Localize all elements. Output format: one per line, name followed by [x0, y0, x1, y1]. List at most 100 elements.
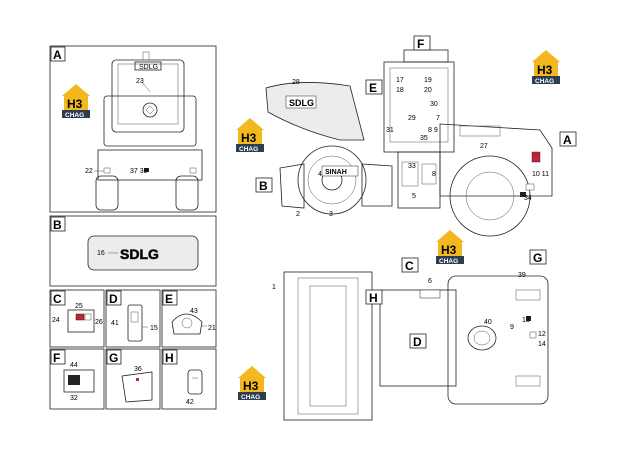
panel-h-tag: H: [165, 351, 174, 365]
callout-t-39: 39: [518, 272, 526, 279]
panel-f-tag: F: [53, 351, 60, 365]
callout-t-14: 14: [538, 341, 546, 348]
side-tag-b: B: [259, 179, 268, 193]
callout-s-18: 18: [396, 87, 404, 94]
callout-s-10-11: 10 11: [532, 171, 549, 178]
callout-d-41: 41: [111, 320, 119, 327]
panel-c-tag: C: [53, 292, 62, 306]
side-hood-brand: SDLG: [289, 98, 314, 108]
callout-t-1: 1: [272, 284, 276, 291]
panel-d-frame: [105, 289, 161, 348]
side-tag-f: F: [417, 37, 424, 51]
top-view-callouts: 1 6 39 40 9 13 12 14: [272, 272, 546, 348]
panel-g-frame: [105, 348, 161, 410]
callout-s-8-9: 8 9: [428, 127, 438, 134]
panel-e-detail: 43 21: [171, 308, 216, 335]
callout-s-28: 28: [292, 79, 300, 86]
panel-e-frame: [161, 289, 217, 348]
panel-e-tag: E: [165, 292, 173, 306]
logo-2-letters: H3: [241, 131, 257, 145]
callout-g-36: 36: [134, 366, 142, 373]
side-view-callouts: 28 17 18 19 20 30 29 7 8 9 31 35 27 4 33…: [292, 77, 549, 218]
top-tag-d: D: [413, 335, 422, 349]
callout-s-3: 3: [329, 211, 333, 218]
callout-t-6: 6: [428, 278, 432, 285]
callout-s-29: 29: [408, 115, 416, 122]
callout-s-35: 35: [420, 135, 428, 142]
logo-1-subtext: CHAG: [65, 112, 84, 119]
panel-a-tag: A: [53, 48, 62, 62]
callout-a-23: 23: [136, 78, 144, 85]
callout-s-33: 33: [408, 163, 416, 170]
callout-c-26: 26: [95, 319, 103, 326]
callout-t-40: 40: [484, 319, 492, 326]
panel-g-tag: G: [109, 351, 118, 365]
logo-2-subtext: CHAG: [239, 146, 258, 153]
panel-f-frame: [49, 348, 105, 410]
callout-t-9: 9: [510, 324, 514, 331]
panel-b-frame: [49, 215, 217, 287]
callout-a-37-38: 37 38: [130, 168, 148, 175]
top-tag-c: C: [405, 259, 414, 273]
callout-f-32: 32: [70, 395, 78, 402]
callout-s-7: 7: [436, 115, 440, 122]
panel-a-cab-brand: SDLG: [139, 64, 158, 71]
panel-h-detail: 42: [186, 369, 203, 406]
panel-d-tag: D: [109, 292, 118, 306]
callout-s-4: 4: [318, 171, 322, 178]
callout-e-43: 43: [190, 308, 198, 315]
side-region-tags: F E A B: [255, 35, 577, 193]
panel-letter-tags: A B C D E F G H: [50, 46, 178, 365]
logo-watermark-5: H3 CHAG: [238, 366, 266, 401]
panel-g-detail: 36: [121, 366, 153, 403]
side-tag-e: E: [369, 81, 377, 95]
callout-e-21: 21: [208, 325, 216, 332]
callout-a-22: 22: [85, 168, 93, 175]
callout-b-16: 16: [97, 250, 105, 257]
side-view-roller: SDLG SINAH: [265, 49, 553, 237]
side-drum-brand: SINAH: [325, 169, 347, 176]
panel-a-rear-view: SDLG 23 22 37 38: [85, 51, 203, 211]
panel-f-detail: 44 32: [63, 362, 95, 402]
panel-c-frame: [49, 289, 105, 348]
logo-4-letters: H3: [441, 243, 457, 257]
top-region-tags: C H G D: [365, 249, 547, 349]
logo-1-letters: H3: [67, 97, 83, 111]
callout-s-27: 27: [480, 143, 488, 150]
callout-s-31: 31: [386, 127, 394, 134]
callout-d-15: 15: [150, 325, 158, 332]
callout-s-19: 19: [424, 77, 432, 84]
callout-t-13: 13: [522, 317, 530, 324]
top-tag-h: H: [369, 291, 378, 305]
logo-watermark-1: H3 CHAG: [62, 84, 90, 119]
logo-watermark-3: H3 CHAG: [532, 50, 560, 85]
callout-s-5: 5: [412, 193, 416, 200]
panel-b-tag: B: [53, 218, 62, 232]
callout-c-24: 24: [52, 317, 60, 324]
callout-h-42: 42: [186, 399, 194, 406]
logo-5-letters: H3: [243, 379, 259, 393]
panel-c-red-decal: [75, 313, 85, 321]
logo-watermark-4: H3 CHAG: [436, 230, 464, 265]
callout-s-17: 17: [396, 77, 404, 84]
callout-s-2: 2: [296, 211, 300, 218]
panel-b-brand: SDLG: [120, 246, 159, 262]
logo-3-subtext: CHAG: [535, 78, 554, 85]
panel-c-detail: 25 24 26: [52, 303, 103, 333]
panel-b-sdlg-decal: SDLG 16: [87, 235, 199, 271]
panel-d-detail: 41 15: [111, 304, 158, 342]
callout-c-25: 25: [75, 303, 83, 310]
callout-s-8: 8: [432, 171, 436, 178]
left-panel-frame: [49, 45, 217, 410]
top-tag-g: G: [533, 251, 542, 265]
callout-s-30: 30: [430, 101, 438, 108]
panel-a-frame: [49, 45, 217, 213]
panel-h-frame: [161, 348, 217, 410]
callout-s-20: 20: [424, 87, 432, 94]
logo-4-subtext: CHAG: [439, 258, 458, 265]
logo-5-subtext: CHAG: [241, 394, 260, 401]
logo-3-letters: H3: [537, 63, 553, 77]
top-view-roller: [283, 271, 549, 421]
callout-t-12: 12: [538, 331, 546, 338]
